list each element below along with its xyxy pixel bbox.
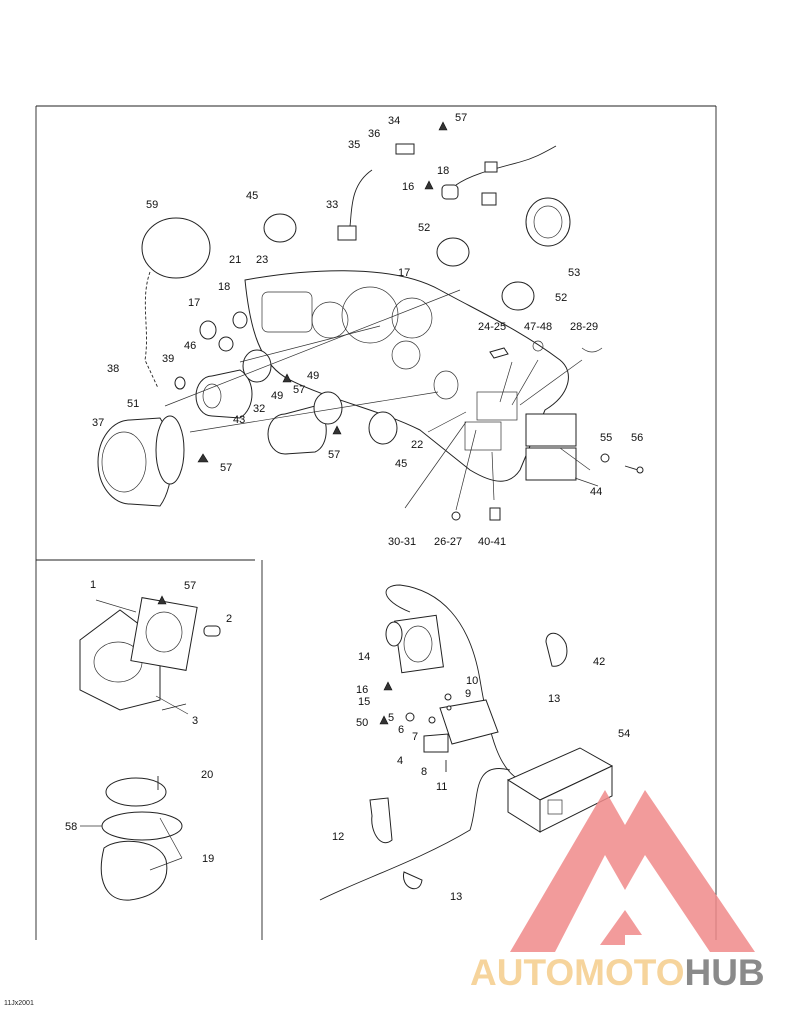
- radio-54: [506, 747, 614, 833]
- callout-12: 12: [332, 831, 344, 843]
- figure-reference: 11Jx2001: [4, 1000, 34, 1007]
- callout-14: 14: [358, 651, 370, 663]
- rings-and-nuts: [174, 197, 571, 445]
- callout-42: 42: [593, 656, 605, 668]
- instrument-panel: [244, 270, 569, 482]
- callout-9: 9: [465, 688, 471, 700]
- callout-28-29: 28-29: [570, 321, 598, 333]
- callout-52-a: 52: [418, 222, 430, 234]
- vent-assembly: [80, 776, 183, 901]
- callout-13-a: 13: [548, 693, 560, 705]
- callout-15: 15: [358, 696, 370, 708]
- callout-56: 56: [631, 432, 643, 444]
- callout-49-b: 49: [271, 390, 283, 402]
- callout-20: 20: [201, 769, 213, 781]
- gauge-housing-32: [267, 405, 327, 455]
- callout-21: 21: [229, 254, 241, 266]
- callout-57-b: 57: [293, 384, 305, 396]
- wiring-harness: [337, 143, 557, 241]
- watermark-auto: AUTO: [470, 952, 575, 993]
- callout-51: 51: [127, 398, 139, 410]
- callout-10: 10: [466, 675, 478, 687]
- callout-1: 1: [90, 579, 96, 591]
- callout-45-a: 45: [246, 190, 258, 202]
- watermark-text: AUTOMOTOHUB: [470, 952, 765, 994]
- callout-47-48: 47-48: [524, 321, 552, 333]
- callout-18-a: 18: [437, 165, 449, 177]
- callout-57-a: 57: [455, 112, 467, 124]
- callout-40-41: 40-41: [478, 536, 506, 548]
- speaker-14: [385, 614, 444, 674]
- callout-16-b: 16: [356, 684, 368, 696]
- callout-19: 19: [202, 853, 214, 865]
- small-hardware-top: [197, 121, 644, 521]
- callout-26-27: 26-27: [434, 536, 462, 548]
- callout-23: 23: [256, 254, 268, 266]
- callout-11: 11: [436, 781, 447, 793]
- callout-30-31: 30-31: [388, 536, 416, 548]
- bezel-assembly: [79, 595, 221, 715]
- callout-2: 2: [226, 613, 232, 625]
- callout-34: 34: [388, 115, 400, 127]
- callout-45-b: 45: [395, 458, 407, 470]
- callout-33: 33: [326, 199, 338, 211]
- bracket-and-hardware: [369, 632, 568, 890]
- callout-52-b: 52: [555, 292, 567, 304]
- watermark-moto: MOTO: [574, 952, 685, 993]
- callout-39: 39: [162, 353, 174, 365]
- callout-49-a: 49: [307, 370, 319, 382]
- callout-36: 36: [368, 128, 380, 140]
- watermark-logo-icon: [510, 790, 755, 952]
- callout-6: 6: [398, 724, 404, 736]
- callout-16-a: 16: [402, 181, 414, 193]
- watermark-hub: HUB: [684, 952, 765, 993]
- callout-4: 4: [397, 755, 403, 767]
- callout-22: 22: [411, 439, 423, 451]
- gauge-housing-43: [195, 369, 253, 419]
- callout-57-c: 57: [328, 449, 340, 461]
- callout-37: 37: [92, 417, 104, 429]
- callout-17-a: 17: [398, 267, 410, 279]
- callout-32: 32: [253, 403, 265, 415]
- callout-35: 35: [348, 139, 360, 151]
- callout-17-b: 17: [188, 297, 200, 309]
- callout-13-b: 13: [450, 891, 462, 903]
- diagram-frame: [35, 105, 717, 940]
- callout-57-d: 57: [220, 462, 232, 474]
- speedo-cable-59: [141, 217, 211, 389]
- callout-57-e: 57: [184, 580, 196, 592]
- callout-24-25: 24-25: [478, 321, 506, 333]
- callout-3: 3: [192, 715, 198, 727]
- callout-53: 53: [568, 267, 580, 279]
- callout-38: 38: [107, 363, 119, 375]
- audio-harness: [319, 584, 521, 901]
- callout-59: 59: [146, 199, 158, 211]
- callout-54: 54: [618, 728, 630, 740]
- callout-8: 8: [421, 766, 427, 778]
- callout-7: 7: [412, 731, 418, 743]
- switch-panels-44: [525, 413, 577, 481]
- callout-43: 43: [233, 414, 245, 426]
- leader-lines-top: [164, 289, 599, 511]
- callout-50: 50: [356, 717, 368, 729]
- callout-44: 44: [590, 486, 602, 498]
- callout-58: 58: [65, 821, 77, 833]
- callout-55: 55: [600, 432, 612, 444]
- callout-18-b: 18: [218, 281, 230, 293]
- callout-46: 46: [184, 340, 196, 352]
- callout-5: 5: [388, 712, 394, 724]
- tachometer: [97, 415, 185, 507]
- callout-labels: 34 57 36 35 18 16 45 33 59 52 21 23 17 5…: [65, 112, 643, 903]
